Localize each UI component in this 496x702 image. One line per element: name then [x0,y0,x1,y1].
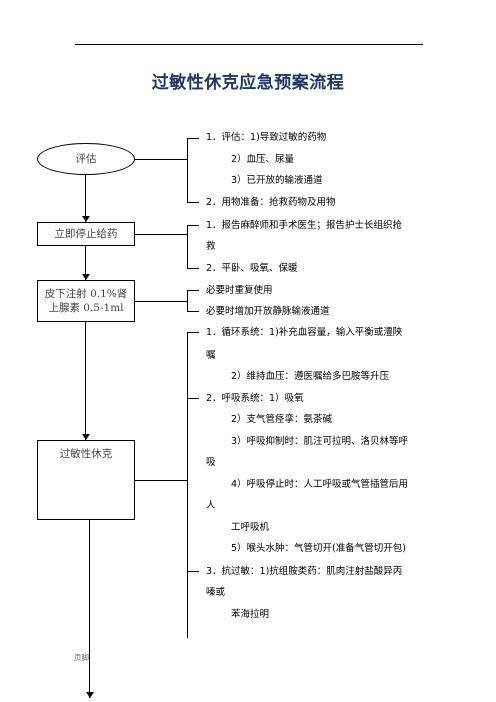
node-shock-label: 过敏性休克 [59,448,113,460]
bracket-4-lower [187,571,199,572]
node-stop-label: 立即停止给药 [54,228,118,240]
g2-line3: 2．平卧、吸氧、保暖 [206,263,298,274]
g4-line10: 工呼吸机 [231,522,270,533]
bracket-4-vertical [187,332,188,638]
page-title: 过敏性休克应急预案流程 [151,73,345,93]
flow-line-2 [85,246,86,280]
g4-line14: 苯海拉明 [231,609,270,620]
node-assess-label: 评估 [75,153,97,165]
node-anaphylactic-shock: 过敏性休克 [37,440,135,520]
page-footer: 页脚 [74,653,89,662]
g4-line2: 嘱 [206,350,216,361]
connector-shock [135,480,187,481]
node-inject-epinephrine: 皮下注射 0.1%肾 上腺素 0.5-1ml [37,280,135,322]
node-inject-line1: 皮下注射 0.1%肾 [44,288,128,300]
node-stop-medication: 立即停止给药 [37,222,135,246]
arrowhead-3 [82,434,90,440]
connector-stop [135,234,187,235]
g1-line3: 3）已开放的输液通道 [231,175,323,186]
g4-line11: 5）喉头水肿：气管切开(准备气管切开包) [231,543,406,554]
g4-line7: 吸 [206,457,216,468]
bracket-4-top [187,332,199,333]
g4-line5: 2）支气管痉挛：氨茶碱 [231,414,333,425]
flow-line-4 [89,520,90,698]
g4-line8: 4）呼吸停止时：人工呼吸或气管插管后用 [231,479,409,490]
header-rule [75,44,423,45]
g4-line1: 1．循环系统：1)补充血容量，输入平衡或澧陕 [206,327,403,338]
g4-line9: 人 [206,500,216,511]
bracket-2-top [187,225,199,226]
g1-line4: 2．用物准备：抢救药物及用物 [206,197,336,208]
connector-inject [135,301,187,302]
arrowhead-4 [86,692,94,698]
g4-line3: 2）维持血压：遵医嘱给多巴胺等升压 [231,371,390,382]
g2-line2: 救 [206,241,216,252]
flow-line-3 [85,322,86,440]
bracket-1-vertical [187,138,188,203]
arrowhead-2 [82,274,90,280]
g3-line1: 必要时重复使用 [206,285,273,296]
bracket-2-bottom [187,268,199,269]
g3-line2: 必要时增加开放静脉输液通道 [206,306,330,317]
node-assess: 评估 [37,143,135,175]
node-inject-line2: 上腺素 0.5-1ml [48,302,124,314]
bracket-1-bottom [187,202,199,203]
g4-line12: 3．抗过敏：1)抗组胺类药：肌肉注射盐酸异丙 [206,566,403,577]
bracket-1-top [187,138,199,139]
bracket-3-vertical [187,290,188,312]
g1-line2: 2）血压、尿量 [231,154,295,165]
g1-line1: 1．评估：1)导致过敏的药物 [206,132,327,143]
bracket-3-bottom [187,311,199,312]
g4-line13: 嗪或 [206,587,226,598]
g4-line4: 2．呼吸系统：1）吸氧 [206,393,304,404]
bracket-3-top [187,290,199,291]
bracket-4-mid [187,398,199,399]
bracket-2-vertical [187,225,188,269]
connector-assess [135,159,187,160]
arrowhead-1 [82,216,90,222]
g4-line6: 3）呼吸抑制时：肌注可拉明、洛贝林等呼 [231,436,409,447]
flow-line-1 [85,174,86,222]
g2-line1: 1．报告麻醉师和手术医生；报告护士长组织抢 [206,220,403,231]
